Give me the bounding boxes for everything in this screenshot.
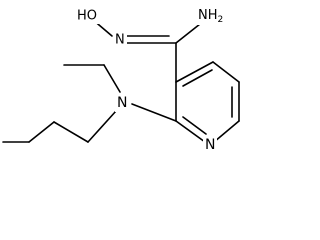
- label-mask-tertiary-n: [115, 94, 130, 112]
- tertiary-amine-n-label: N: [117, 95, 127, 111]
- bond-ring-inner-c3-c4: [182, 69, 213, 87]
- pyridine-n-label: N: [205, 137, 215, 153]
- imine-n-label: N: [115, 33, 125, 48]
- label-mask-imine-n: [113, 32, 127, 48]
- bond-ring-n1-c2: [175, 120, 206, 143]
- bond-n-butyl-c1: [87, 110, 117, 143]
- chemical-structure: HO N NH2 N N: [2, 7, 240, 154]
- bond-ring-c3-c4: [175, 61, 214, 83]
- amine-label: NH2: [198, 8, 223, 25]
- bond-n-ethyl-ch2: [103, 64, 121, 93]
- bond-ring-inner-n1-c2: [182, 116, 207, 135]
- amine-base-label: NH: [198, 8, 218, 23]
- label-mask-ring-n: [203, 136, 217, 154]
- bond-ring-c4-c5: [212, 61, 240, 83]
- bond-amidine-c-nh2: [175, 23, 201, 44]
- bond-c2-n: [131, 103, 177, 122]
- structure-canvas: HO N NH2 N N: [2, 7, 240, 154]
- label-mask-ho: [75, 8, 103, 24]
- bond-butyl-c1-c2: [53, 121, 89, 143]
- amine-subscript-label: 2: [218, 15, 224, 25]
- hydroxyl-label: HO: [77, 9, 97, 24]
- bond-ring-c6-n1: [213, 120, 240, 143]
- label-mask-nh2: [196, 7, 223, 25]
- bond-butyl-c2-c3: [28, 121, 55, 143]
